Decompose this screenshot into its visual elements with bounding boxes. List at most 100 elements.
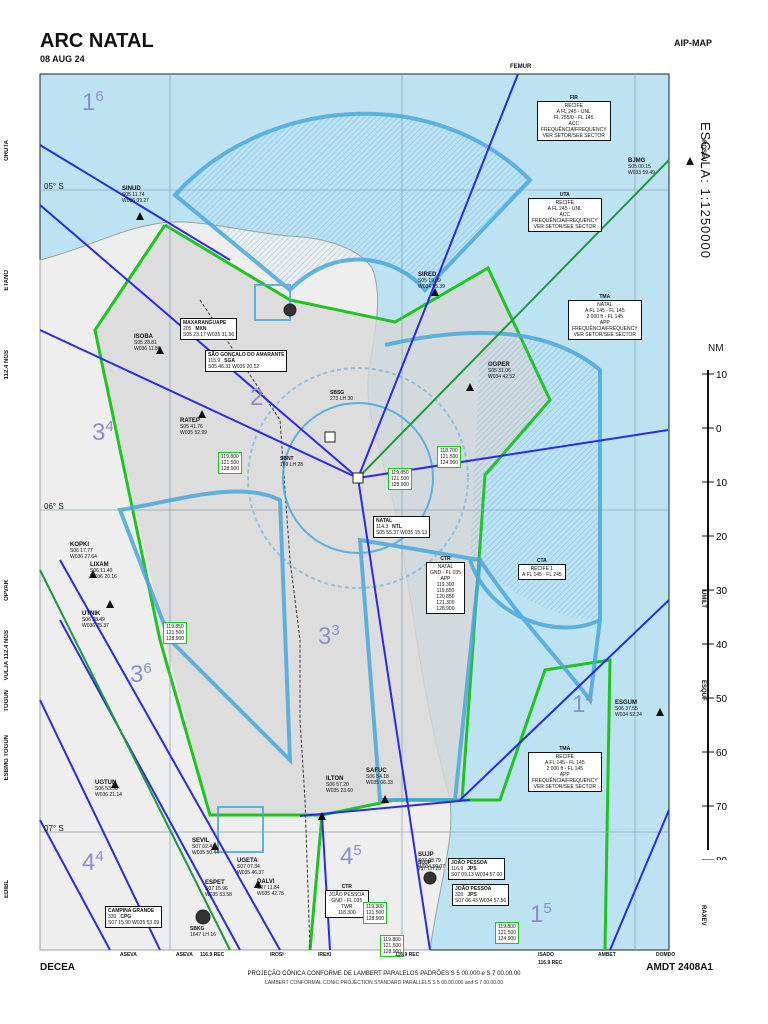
control-box-line: RECIFE: [564, 103, 583, 109]
edge-fix-bottom: AMBET: [598, 952, 616, 958]
edge-fix-right: UMILT: [700, 590, 706, 608]
fix-coord: S05 19.09: [418, 278, 441, 284]
sector-number-sup: 5: [353, 842, 362, 859]
sector-number-main: 4: [340, 843, 354, 870]
control-box-line: 120.850: [436, 594, 455, 600]
frequency-value: 124.900: [498, 936, 517, 942]
fix-markers: [89, 157, 694, 888]
edge-fix-right: ESQUF: [700, 680, 706, 701]
ndb-cpg-icon: [195, 909, 211, 925]
fix-name: SUJP: [418, 852, 434, 858]
fix-coord: W036 21.14: [95, 792, 122, 798]
control-box-line: A FL 145 - FL 145: [544, 760, 585, 766]
fix-name: KOPKI: [70, 542, 90, 548]
amendment-label: AMDT 2408A1: [646, 962, 713, 973]
fix-name: SIRED: [418, 272, 437, 278]
scale-tick-label: 10: [716, 370, 728, 381]
projection-note-en: LAMBERT CONFORMAL CONIC PROJECTION STAND…: [265, 980, 503, 986]
sector-number-main: 1: [530, 901, 544, 928]
navaid-freq: 114.3: [376, 524, 389, 530]
edge-fix-left: TOGUN: [4, 690, 10, 712]
fix-coord: W035 42.75: [257, 891, 284, 897]
hatched-sectors: [117, 111, 602, 853]
sector-number-main: 3: [130, 661, 144, 688]
fix-coord: W036 11.86: [134, 346, 161, 352]
control-box-line: VER SETOR/SEE SECTOR: [542, 133, 605, 139]
control-box-line: VER SETOR/SEE SECTOR: [533, 224, 596, 230]
fix-name: BJMG: [628, 158, 646, 164]
frequency-value: 121.500: [366, 910, 385, 916]
edge-fix-left: ESBMG TOGUN: [4, 735, 10, 781]
sector-number-sup: 6: [95, 88, 104, 105]
airport-code: SUJP: [418, 860, 432, 866]
edge-fix-bottom: IROSI: [270, 952, 284, 958]
sector-number-main: 2: [250, 384, 264, 411]
tma-area: [95, 225, 550, 816]
control-box-line: NATAL: [437, 564, 454, 570]
airport-sub: 169 LH 28: [280, 462, 304, 468]
navaid-freq: 205: [183, 326, 192, 332]
fix-name: OGPER: [488, 362, 510, 368]
ndb-jps-icon: [423, 871, 437, 885]
scale-bar: 1001020304050607080: [702, 370, 728, 860]
fix-coord: W033 59.49: [628, 170, 655, 176]
control-box-title: TMA: [599, 294, 611, 300]
edge-fix-right: RAXEV: [700, 905, 706, 926]
fix-coord: W034 52.24: [615, 712, 642, 718]
frequency-value: 124.900: [440, 460, 459, 466]
frequency-value: 128.900: [166, 636, 185, 642]
lat-label-7: 07° S: [44, 824, 64, 833]
edge-fix-left: 112.4 NGS: [4, 350, 10, 380]
control-box-line: 128.900: [436, 606, 455, 612]
edge-fix-bottom: IREKI: [318, 952, 332, 958]
control-box-line: VER SETOR/SEE SECTOR: [573, 332, 636, 338]
control-box-line: 119.850: [436, 588, 455, 594]
lat-label-5: 05° S: [44, 182, 64, 191]
frequency-value: 119.800: [221, 454, 239, 460]
navaid-coords: S05 23.17 W035 31.96: [183, 332, 235, 338]
edge-fix-top: FEMUR: [510, 64, 532, 70]
chart-date: 08 AUG 24: [40, 54, 85, 64]
sector-number: 34: [92, 418, 114, 447]
frequency-value: 118.700: [440, 448, 458, 454]
edge-fix-right: ROSEU: [700, 140, 706, 162]
scale-tick-label: 10: [716, 478, 728, 489]
fix-coord: W034 42.52: [488, 374, 515, 380]
fix-coord: S07 07.34: [237, 864, 260, 870]
fix-coord: S07 11.84: [257, 885, 280, 891]
control-box-line: FREQUÊNCIA/FREQUENCY: [572, 326, 638, 332]
fix-coord: S05 00.15: [628, 164, 651, 170]
control-box-line: APP: [599, 320, 610, 326]
frequency-value: 119.300: [366, 904, 384, 910]
fix-name: ILTON: [326, 776, 344, 782]
fix-name: UTNIK: [82, 611, 101, 617]
control-box-title: CTR: [440, 556, 451, 562]
edge-fix-left: ORUTA: [4, 140, 10, 161]
sector-number-main: 3: [92, 419, 106, 446]
control-box-line: A FL 245 - UNL: [556, 109, 591, 115]
